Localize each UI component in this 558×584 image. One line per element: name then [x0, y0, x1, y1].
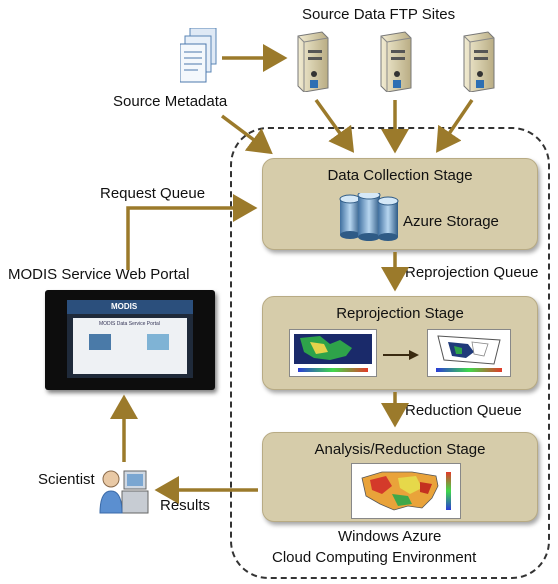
portal-subtitle: MODIS Data Service Portal [99, 321, 160, 327]
portal-banner-text: MODIS [111, 302, 138, 311]
transform-arrow-icon [383, 347, 419, 365]
source-metadata-label: Source Metadata [113, 93, 228, 110]
portal-screen: MODIS MODIS Data Service Portal [67, 300, 193, 378]
cloud-environment-boundary [230, 127, 550, 579]
reprojection-stage-title: Reprojection Stage [336, 305, 464, 322]
arrow-ftp1-to-collection [314, 98, 355, 153]
request-queue-label: Request Queue [100, 185, 206, 202]
environment-line2: Cloud Computing Environment [272, 549, 477, 566]
data-collection-stage: Data Collection Stage Azure Storage [262, 158, 538, 250]
portal-content: MODIS Data Service Portal [73, 318, 187, 374]
arrow-metadata-to-collection [220, 114, 273, 155]
data-collection-stage-title: Data Collection Stage [327, 167, 473, 184]
azure-storage-label: Azure Storage [403, 213, 499, 230]
scientist-label: Scientist [38, 471, 95, 488]
map-thumbnail [351, 463, 461, 519]
arrow-request-queue [126, 194, 258, 270]
server-icon [458, 30, 496, 97]
portal-thumb-icon [147, 334, 169, 350]
reduction-queue-label: Reduction Queue [405, 402, 522, 419]
portal-banner: MODIS [67, 300, 193, 314]
web-browser-screenshot: MODIS MODIS Data Service Portal [45, 290, 215, 390]
analysis-reduction-stage: Analysis/Reduction Stage [262, 432, 538, 522]
server-icon [292, 30, 330, 97]
server-icon [375, 30, 413, 97]
user-computer-icon [98, 465, 150, 520]
reprojection-stage: Reprojection Stage [262, 296, 538, 390]
source-ftp-label: Source Data FTP Sites [302, 6, 456, 23]
reprojection-queue-label: Reprojection Queue [405, 264, 539, 281]
map-thumbnail [289, 329, 377, 377]
portal-label: MODIS Service Web Portal [8, 266, 190, 283]
map-thumbnail [427, 329, 511, 377]
document-stack-icon [179, 27, 220, 89]
analysis-reduction-stage-title: Analysis/Reduction Stage [314, 441, 486, 458]
environment-line1: Windows Azure [338, 528, 442, 545]
portal-thumb-icon [89, 334, 111, 350]
arrow-ftp3-to-collection [436, 99, 474, 153]
